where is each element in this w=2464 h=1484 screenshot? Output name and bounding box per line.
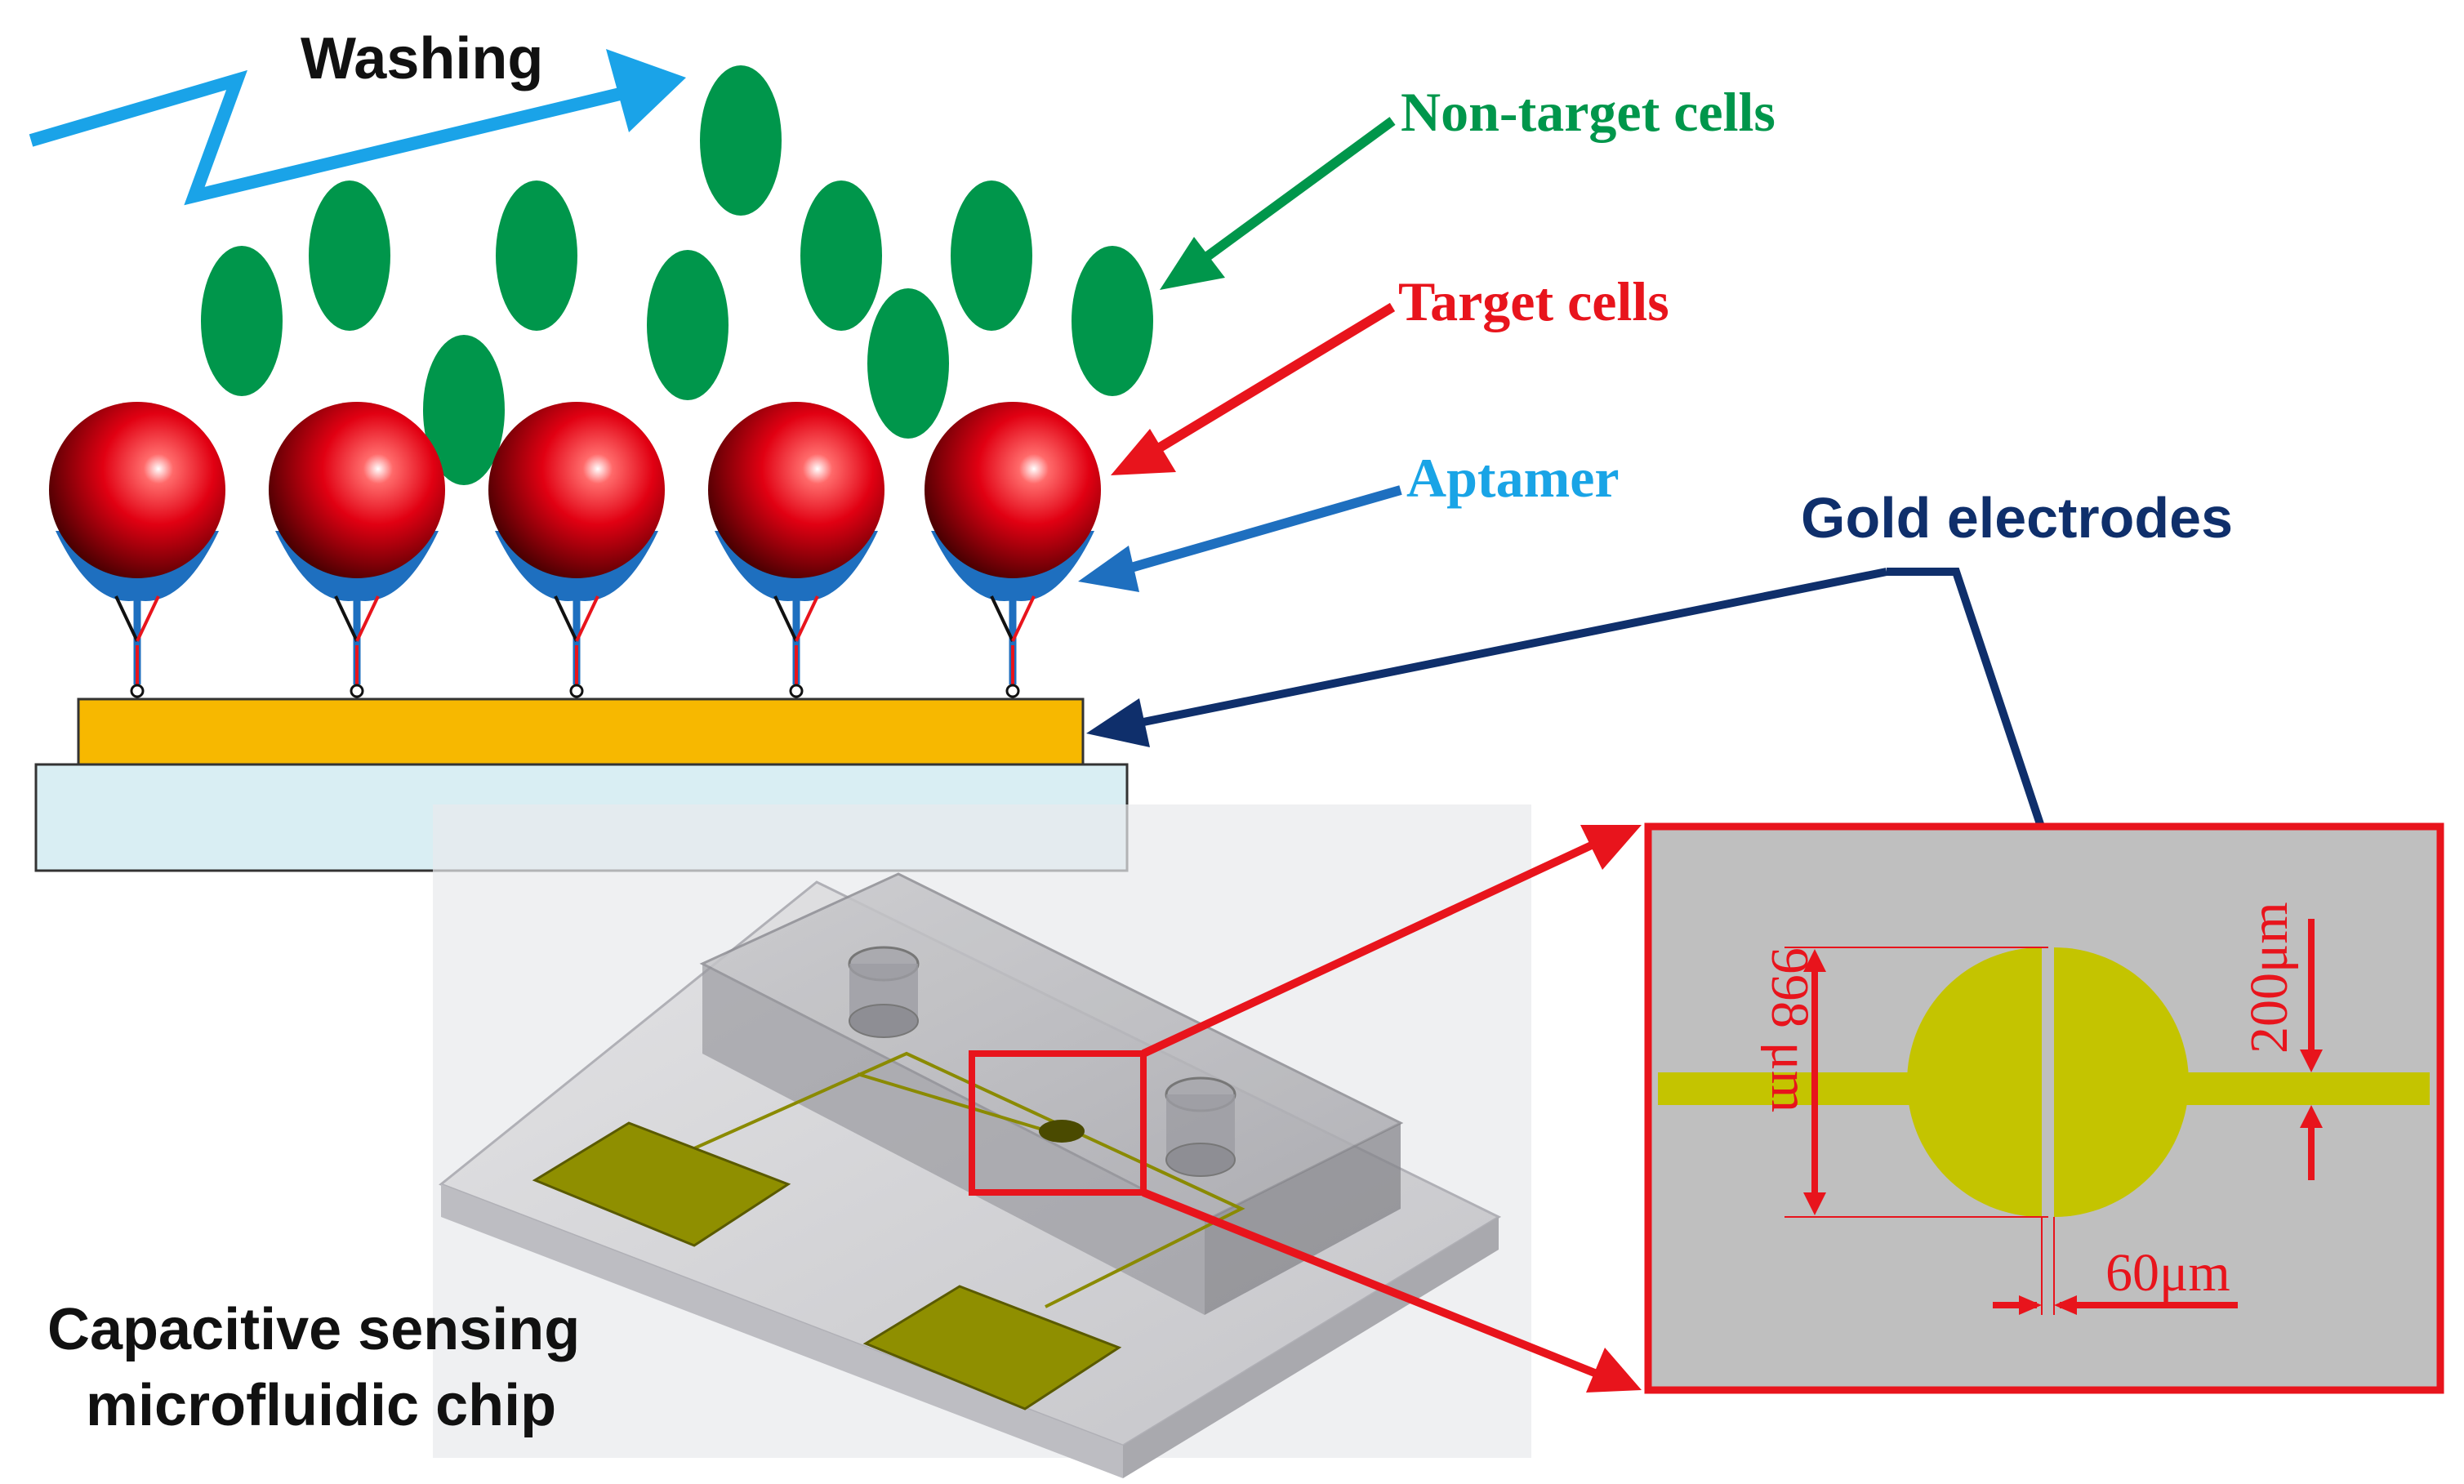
- non-target-cell: [700, 65, 782, 216]
- target-cell-units: [49, 402, 1101, 698]
- chip-caption-line1: Capacitive sensing: [47, 1297, 580, 1362]
- non-target-arrow: [1160, 117, 1396, 290]
- target-cell: [925, 402, 1101, 578]
- target-cells-label: Target cells: [1398, 270, 1669, 332]
- chip-caption-line2: microfluidic chip: [86, 1373, 556, 1438]
- gold-layer: [77, 697, 1085, 766]
- target-cell-unit: [708, 402, 884, 698]
- target-cell: [488, 402, 665, 578]
- non-target-cells-label: Non-target cells: [1401, 81, 1776, 143]
- target-cell-unit: [925, 402, 1101, 698]
- microfluidic-chip: [433, 804, 1531, 1478]
- non-target-cell: [647, 250, 729, 400]
- washing-arrow: [29, 49, 686, 206]
- electrode-pad: [862, 1285, 1122, 1410]
- non-target-cell: [800, 180, 882, 331]
- gap-dimension: 60μm: [2105, 1243, 2230, 1303]
- non-target-cell: [423, 335, 505, 485]
- target-cells-arrow: [1111, 302, 1396, 475]
- zoom-lines: [1141, 825, 1642, 1393]
- non-target-cell: [201, 246, 283, 396]
- aptamer-arrow: [1078, 485, 1402, 592]
- aptamer-label: Aptamer: [1406, 447, 1620, 509]
- non-target-cell: [1072, 246, 1153, 396]
- non-target-cell: [496, 180, 577, 331]
- non-target-cells: [201, 65, 1153, 485]
- non-target-cell: [867, 288, 949, 439]
- target-cell-unit: [49, 402, 225, 698]
- channel-width-dimension: 200μm: [2239, 902, 2299, 1054]
- target-cell: [49, 402, 225, 578]
- target-cell: [269, 402, 445, 578]
- non-target-cell: [951, 180, 1032, 331]
- chip-zoom-box: [969, 1050, 1147, 1196]
- target-cell: [708, 402, 884, 578]
- target-cell-unit: [488, 402, 665, 698]
- electrode-zoom-panel: 998 μm 200μm 60μm: [1644, 822, 2444, 1394]
- non-target-cell: [309, 180, 390, 331]
- diameter-dimension: 998 μm: [1760, 947, 1820, 1112]
- target-cell-unit: [269, 402, 445, 698]
- electrode-pad: [532, 1121, 791, 1247]
- washing-label: Washing: [301, 26, 543, 91]
- gold-electrodes-label: Gold electrodes: [1801, 486, 2233, 550]
